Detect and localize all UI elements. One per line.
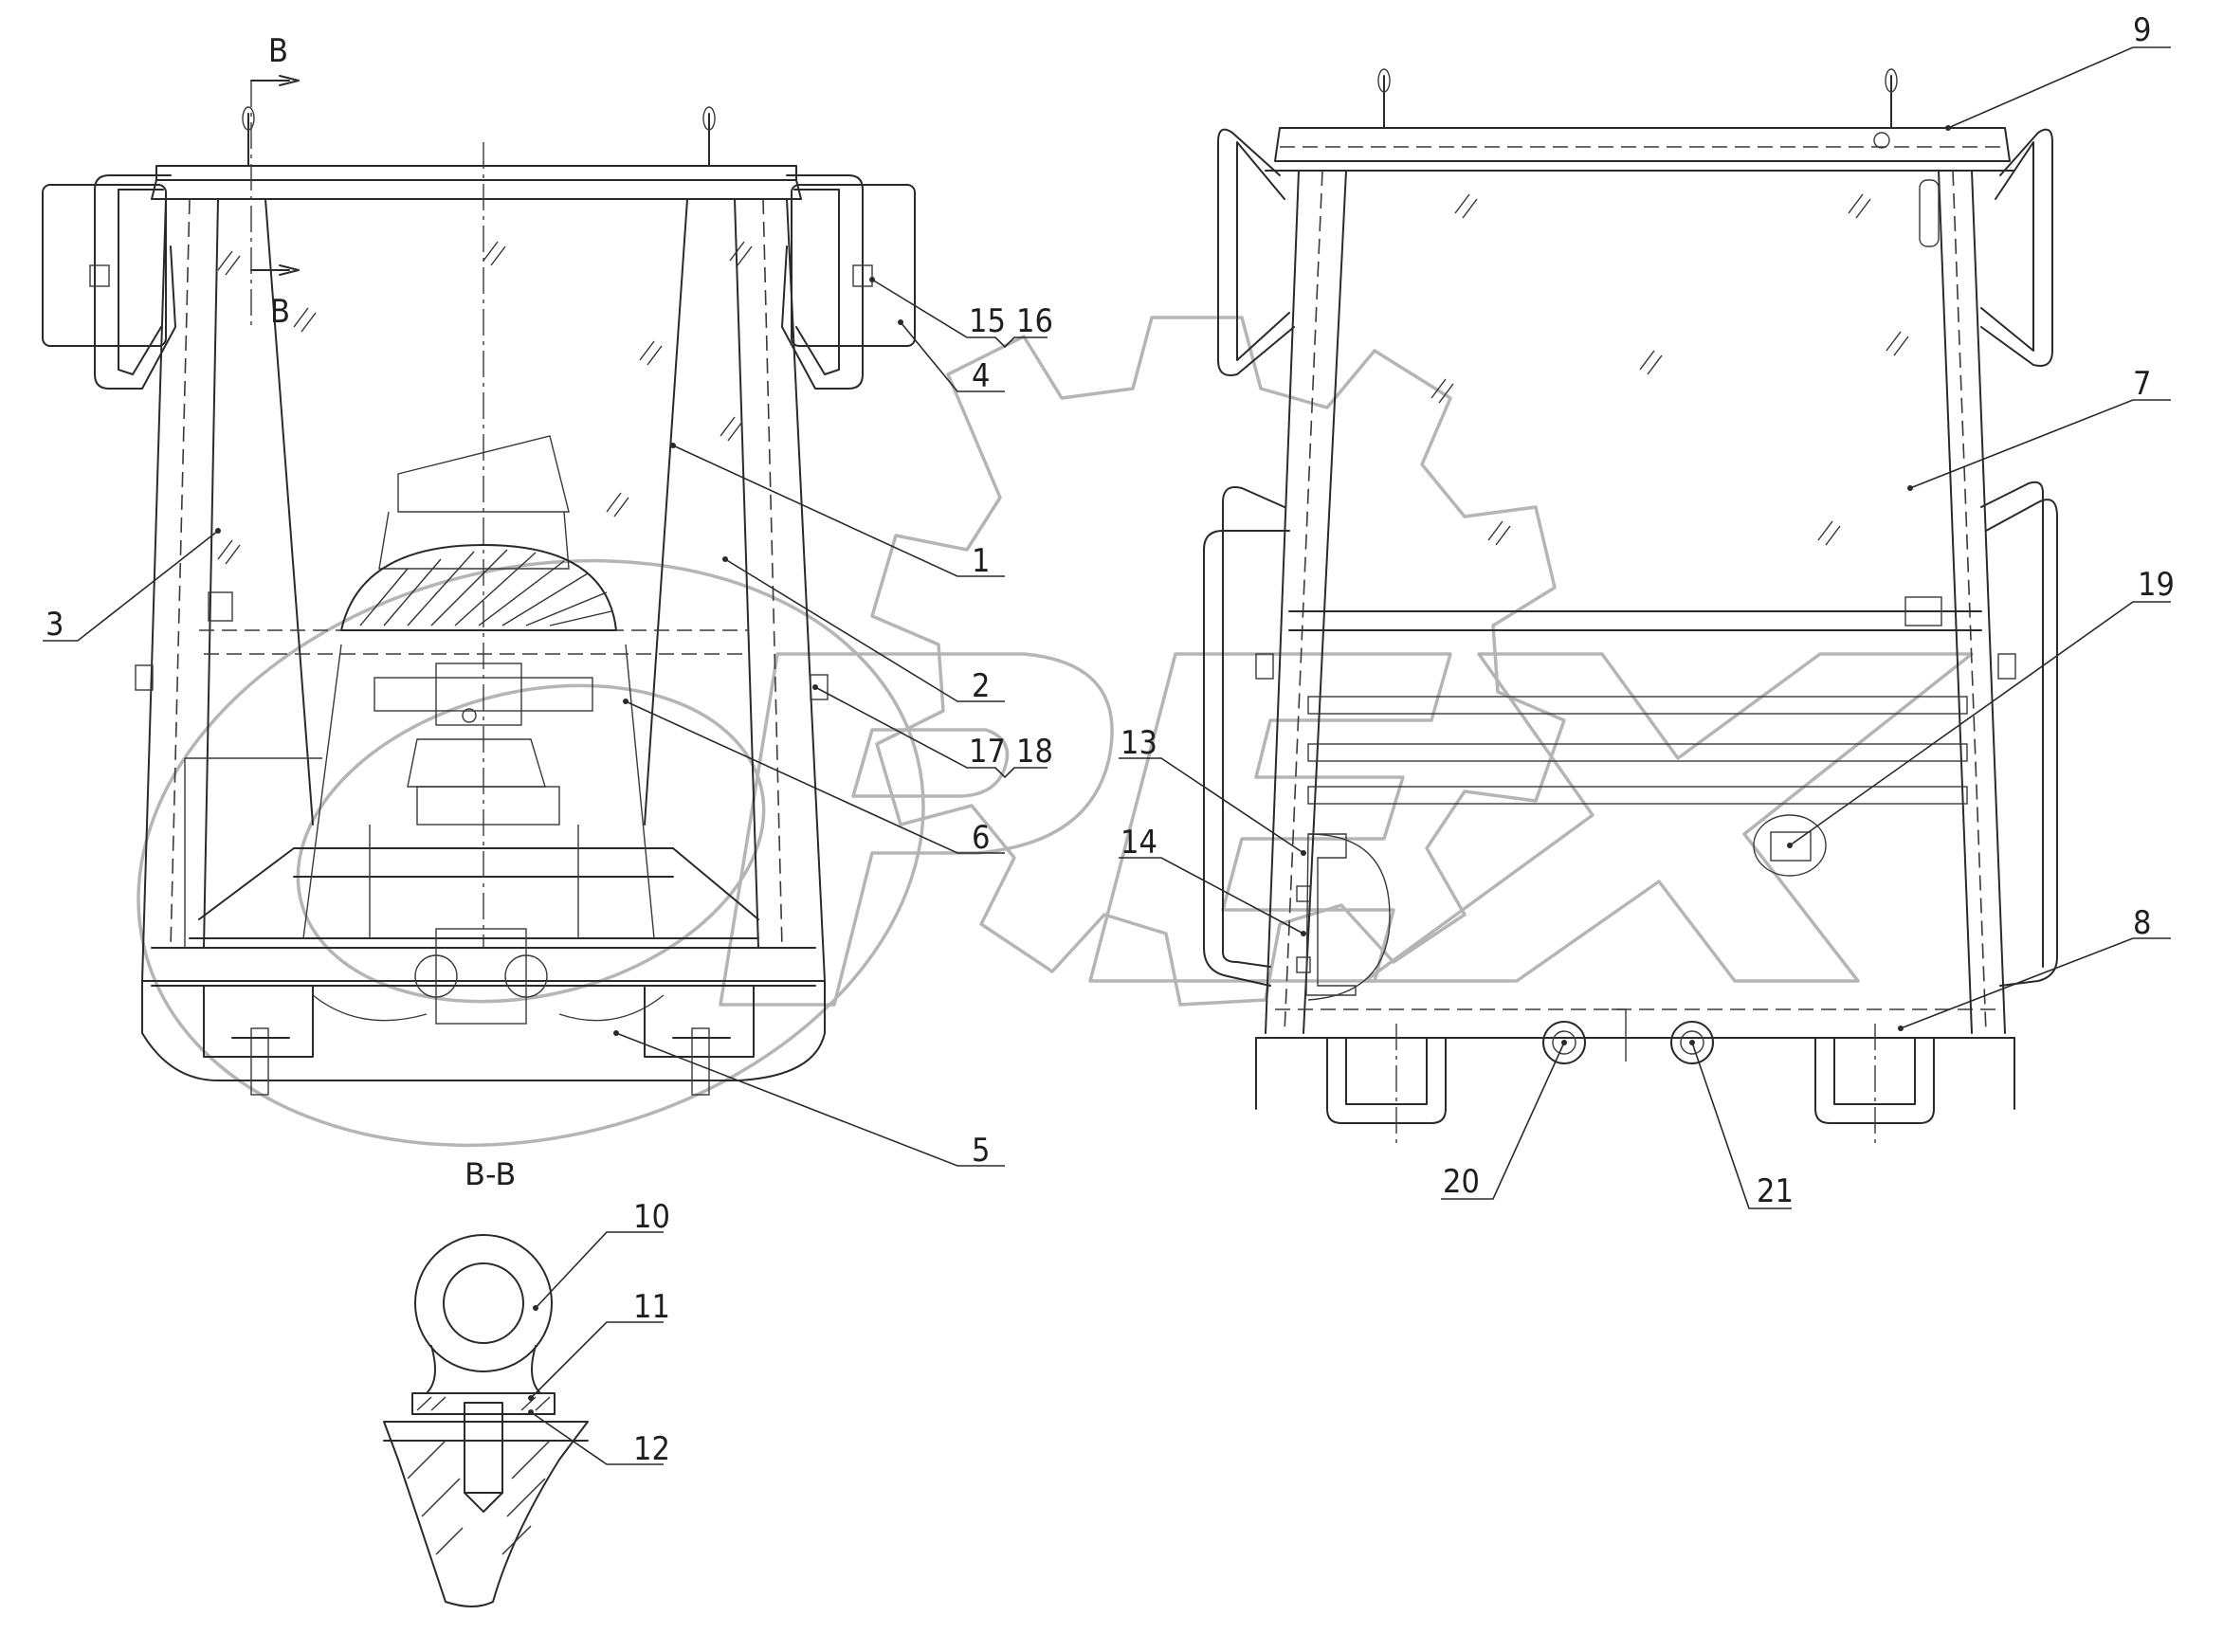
section-cut-line	[250, 75, 300, 327]
side-glass-marks	[1430, 193, 1909, 546]
section-title: B-B	[465, 1156, 516, 1192]
callout-17: 17	[969, 733, 1006, 771]
section-detail	[383, 1234, 589, 1607]
section-mark-bottom: B	[270, 293, 290, 331]
callout-10: 10	[633, 1198, 670, 1236]
callout-6: 6	[972, 819, 990, 857]
callout-1: 1	[972, 542, 990, 580]
section-mark-top: B	[268, 32, 288, 70]
callout-7: 7	[2133, 365, 2151, 403]
callout-8: 8	[2133, 904, 2151, 942]
callout-16: 16	[1016, 302, 1053, 340]
glass-marks	[217, 241, 753, 565]
callout-20: 20	[1443, 1163, 1480, 1201]
callout-19: 19	[2138, 566, 2175, 604]
callout-9: 9	[2133, 11, 2151, 49]
callout-5: 5	[972, 1132, 990, 1170]
louvres	[1307, 696, 1968, 805]
callout-3: 3	[46, 606, 64, 644]
callout-numbers: 1 2 3 4 5 6 7 8 9 10 11 12 13 14 15 16 1…	[46, 11, 2175, 1468]
callout-4: 4	[972, 357, 990, 395]
callout-15: 15	[969, 302, 1006, 340]
callout-11: 11	[633, 1288, 670, 1326]
seat-hatching	[359, 549, 612, 626]
watermark-letters	[137, 558, 1974, 1148]
callout-21: 21	[1757, 1172, 1794, 1210]
callout-13: 13	[1121, 724, 1157, 762]
watermark-gear	[870, 316, 1566, 1007]
callout-2: 2	[972, 667, 990, 705]
callout-18: 18	[1016, 733, 1053, 771]
side-view	[1203, 68, 2058, 1147]
front-view	[42, 106, 916, 1096]
callout-12: 12	[633, 1430, 670, 1468]
section-hatch	[407, 1440, 551, 1555]
leader-lines	[43, 46, 2171, 1465]
callout-14: 14	[1121, 824, 1157, 862]
